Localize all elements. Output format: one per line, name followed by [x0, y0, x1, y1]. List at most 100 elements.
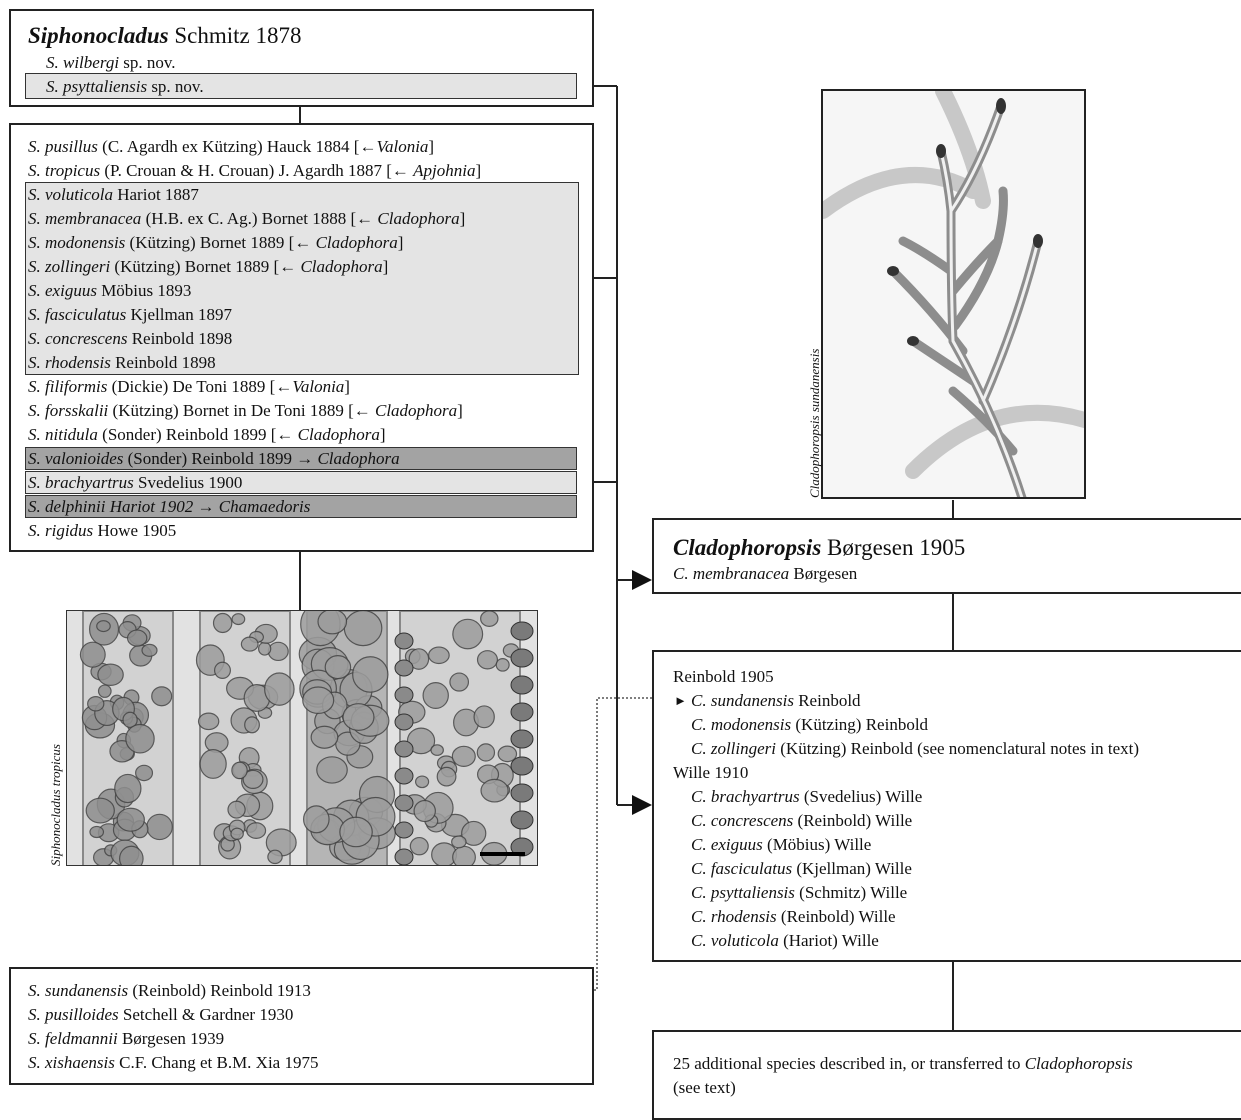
- species-authority: (P. Crouan & H. Crouan) J. Agardh 1887 [: [104, 161, 392, 180]
- target-genus: Cladophora: [315, 233, 398, 252]
- wille-species-row: C. psyttaliensis (Schmitz) Wille: [691, 881, 907, 905]
- transfer-arrow: ←: [294, 233, 316, 252]
- species-epithet: S. membranacea: [28, 209, 142, 228]
- wille-heading: Wille 1910: [673, 763, 749, 782]
- species-epithet: S. modonensis: [28, 233, 126, 252]
- species-epithet: S. filiformis: [28, 377, 108, 396]
- species-epithet: S. concrescens: [28, 329, 128, 348]
- species-authority: (Kützing) Reinbold (see nomenclatural no…: [780, 739, 1140, 758]
- reinbold-heading: Reinbold 1905: [673, 667, 774, 686]
- species-row: S. membranacea (H.B. ex C. Ag.) Bornet 1…: [28, 207, 465, 231]
- additional-line-2: (see text): [673, 1078, 736, 1097]
- species-epithet: C. zollingeri: [691, 739, 777, 758]
- species-row: S. modonensis (Kützing) Bornet 1889 [← C…: [28, 231, 403, 255]
- species-row: S. concrescens Reinbold 1898: [28, 327, 232, 351]
- species-epithet: S. pusilloides: [28, 1005, 119, 1024]
- species-row: S. zollingeri (Kützing) Bornet 1889 [← C…: [28, 255, 388, 279]
- species-epithet: C. concrescens: [691, 811, 794, 830]
- species-epithet: C. modonensis: [691, 715, 792, 734]
- target-genus: Cladophora: [377, 209, 460, 228]
- wille-species-row: C. rhodensis (Reinbold) Wille: [691, 905, 896, 929]
- species-row: S. valonioides (Sonder) Reinbold 1899 → …: [28, 447, 400, 471]
- bracket-close: ]: [475, 161, 482, 180]
- species-row: S. fasciculatus Kjellman 1897: [28, 303, 232, 327]
- target-genus: Apjohnia: [413, 161, 476, 180]
- species-epithet: C. fasciculatus: [691, 859, 793, 878]
- species-row: S. brachyartrus Svedelius 1900: [28, 471, 242, 495]
- species-wilbergi: S. wilbergi sp. nov.: [46, 53, 176, 72]
- additional-line-1: 25 additional species described in, or t…: [673, 1054, 1133, 1073]
- transfer-arrow: ←: [359, 137, 377, 156]
- species-row: S. filiformis (Dickie) De Toni 1889 [←Va…: [28, 375, 350, 399]
- species-authority: Möbius 1893: [101, 281, 192, 300]
- species-authority: Børgesen 1939: [121, 1029, 225, 1048]
- species-epithet: S. tropicus: [28, 161, 101, 180]
- species-epithet: C. exiguus: [691, 835, 763, 854]
- siphonocladus-genus-box: Siphonocladus Schmitz 1878 S. wilbergi s…: [9, 9, 594, 107]
- species-authority: (Kützing) Bornet in De Toni 1889 [: [112, 401, 354, 420]
- species-row: S. delphinii Hariot 1902 → Chamaedoris: [28, 495, 310, 519]
- wille-species-row: C. fasciculatus (Kjellman) Wille: [691, 857, 912, 881]
- highlight-psyttaliensis: [25, 73, 577, 99]
- species-epithet: S. exiguus: [28, 281, 97, 300]
- target-genus: Cladophora: [297, 425, 380, 444]
- species-authority: (Reinbold) Reinbold 1913: [132, 981, 311, 1000]
- species-epithet: S. forsskalii: [28, 401, 109, 420]
- pointer-marker: ►: [674, 693, 687, 708]
- genus-title: Siphonocladus Schmitz 1878: [28, 23, 302, 48]
- transfer-arrow: ←: [353, 401, 375, 420]
- reinbold-species-row: ►C. sundanensis Reinbold: [674, 689, 861, 713]
- species-epithet: C. brachyartrus: [691, 787, 800, 806]
- species-epithet: C. rhodensis: [691, 907, 777, 926]
- later-species-row: S. sundanensis (Reinbold) Reinbold 1913: [28, 979, 311, 1003]
- species-epithet: S. brachyartrus: [28, 473, 134, 492]
- species-row: S. rhodensis Reinbold 1898: [28, 351, 216, 375]
- transfer-arrow: ←: [275, 377, 293, 396]
- transfer-arrow: →: [296, 449, 318, 468]
- siphonocladus-species-list-box: S. pusillus (C. Agardh ex Kützing) Hauck…: [9, 123, 594, 552]
- species-authority: (H.B. ex C. Ag.) Bornet 1888 [: [145, 209, 357, 228]
- bracket-close: ]: [397, 233, 404, 252]
- species-epithet: S. voluticola: [28, 185, 113, 204]
- siphonocladus-tropicus-photo: [66, 610, 538, 866]
- later-species-row: S. pusilloides Setchell & Gardner 1930: [28, 1003, 293, 1027]
- species-authority: C.F. Chang et B.M. Xia 1975: [119, 1053, 319, 1072]
- bracket-close: ]: [382, 257, 389, 276]
- bracket-close: ]: [344, 377, 350, 396]
- target-genus: Valonia: [376, 137, 429, 156]
- transfer-arrow: ←: [391, 161, 414, 180]
- species-row: S. forsskalii (Kützing) Bornet in De Ton…: [28, 399, 463, 423]
- cladophoropsis-genus-box: Cladophoropsis Børgesen 1905 C. membrana…: [652, 518, 1241, 594]
- species-authority: Kjellman 1897: [130, 305, 232, 324]
- later-species-row: S. xishaensis C.F. Chang et B.M. Xia 197…: [28, 1051, 318, 1075]
- species-authority: (Kützing) Reinbold: [795, 715, 929, 734]
- species-authority: Hariot 1887: [117, 185, 199, 204]
- transfer-arrow: ←: [276, 425, 298, 444]
- species-row: S. rigidus Howe 1905: [28, 519, 176, 543]
- reinbold-species-row: C. zollingeri (Kützing) Reinbold (see no…: [691, 737, 1139, 761]
- species-epithet: S. sundanensis: [28, 981, 129, 1000]
- species-authority: (Möbius) Wille: [767, 835, 872, 854]
- reinbold-species-row: C. modonensis (Kützing) Reinbold: [691, 713, 928, 737]
- target-genus: Chamaedoris: [218, 497, 311, 516]
- species-authority: (Kützing) Bornet 1889 [: [114, 257, 280, 276]
- species-epithet: C. psyttaliensis: [691, 883, 795, 902]
- species-row: S. tropicus (P. Crouan & H. Crouan) J. A…: [28, 159, 481, 183]
- target-genus: Cladophora: [374, 401, 458, 420]
- species-authority: Howe 1905: [97, 521, 177, 540]
- highlight-valonioides: [25, 447, 577, 470]
- species-authority: (Kjellman) Wille: [796, 859, 912, 878]
- species-epithet: S. nitidula: [28, 425, 98, 444]
- species-authority: Svedelius 1900: [138, 473, 243, 492]
- transfer-arrow: ←: [356, 209, 378, 228]
- species-epithet: S. rhodensis: [28, 353, 111, 372]
- bracket-close: ]: [379, 425, 386, 444]
- bracket-close: ]: [459, 209, 466, 228]
- species-epithet: S. valonioides: [28, 449, 124, 468]
- tropicus-micrograph: [79, 611, 534, 865]
- species-authority: (Schmitz) Wille: [799, 883, 908, 902]
- species-authority: Setchell & Gardner 1930: [122, 1005, 294, 1024]
- species-epithet: C. voluticola: [691, 931, 779, 950]
